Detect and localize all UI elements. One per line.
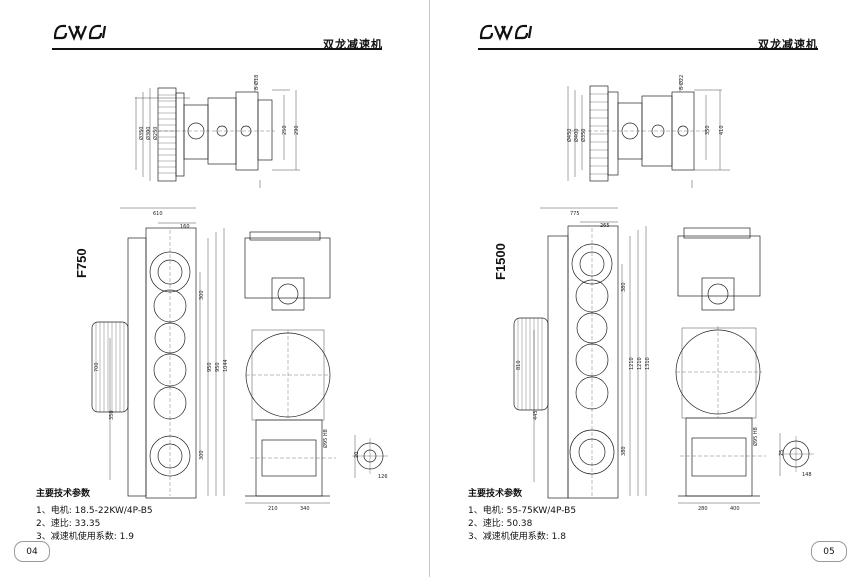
spec-ratio: 2、速比: 33.35 [36, 519, 101, 529]
svg-text:126: 126 [378, 474, 388, 480]
svg-text:350: 350 [705, 125, 711, 135]
svg-text:20: 20 [354, 452, 360, 458]
svg-text:280: 280 [698, 506, 708, 512]
model-label: F750 [74, 248, 89, 278]
page-number: 05 [811, 541, 847, 562]
header-rule [478, 48, 818, 50]
svg-text:950: 950 [215, 362, 221, 372]
svg-text:410: 410 [719, 125, 725, 135]
svg-text:300: 300 [199, 290, 205, 300]
svg-text:380: 380 [621, 446, 627, 456]
svg-text:290: 290 [294, 125, 300, 135]
svg-text:Ø350: Ø350 [580, 129, 587, 142]
svg-text:1210: 1210 [637, 357, 643, 370]
brand-name: 双龙减速机 [323, 38, 383, 51]
svg-text:775: 775 [570, 211, 580, 217]
svg-text:Ø95 H8: Ø95 H8 [322, 429, 329, 448]
model-label: F1500 [493, 243, 508, 280]
svg-text:210: 210 [268, 506, 278, 512]
svg-text:Ø250: Ø250 [152, 127, 159, 140]
specs-block: 主要技术参数 1、电机: 18.5-22KW/4P-B5 2、速比: 33.35… [36, 488, 153, 544]
svg-text:400: 400 [730, 506, 740, 512]
brand-logo [53, 24, 107, 41]
svg-text:300: 300 [199, 450, 205, 460]
technical-drawing: Ø450 Ø400 Ø350 350 410 8-Ø22 775 265 445… [513, 75, 814, 512]
svg-text:Ø450: Ø450 [566, 129, 573, 142]
svg-text:810: 810 [516, 360, 522, 370]
svg-text:8-Ø22: 8-Ø22 [678, 75, 685, 90]
svg-text:1210: 1210 [629, 357, 635, 370]
brand-logo [479, 24, 533, 41]
svg-text:950: 950 [207, 362, 213, 372]
specs-title: 主要技术参数 [36, 489, 91, 499]
spec-motor: 1、电机: 18.5-22KW/4P-B5 [36, 506, 153, 516]
svg-text:700: 700 [94, 362, 100, 372]
specs-block: 主要技术参数 1、电机: 55-75KW/4P-B5 2、速比: 50.38 3… [468, 488, 576, 544]
svg-text:250: 250 [282, 125, 288, 135]
spine-divider [429, 0, 430, 577]
specs-title: 主要技术参数 [468, 489, 523, 499]
spec-motor: 1、电机: 55-75KW/4P-B5 [468, 506, 577, 516]
svg-text:350: 350 [109, 410, 115, 420]
svg-text:25: 25 [779, 450, 785, 456]
brand-name: 双龙减速机 [758, 38, 818, 51]
page-number: 04 [14, 541, 50, 562]
svg-text:265: 265 [600, 223, 610, 229]
spec-service-factor: 3、减速机使用系数: 1.9 [36, 532, 134, 542]
spec-service-factor: 3、减速机使用系数: 1.8 [468, 532, 566, 542]
svg-text:Ø300: Ø300 [145, 127, 152, 140]
svg-text:1310: 1310 [645, 357, 651, 370]
svg-text:Ø400: Ø400 [573, 129, 580, 142]
svg-text:445: 445 [533, 410, 539, 420]
svg-text:8-Ø18: 8-Ø18 [253, 75, 260, 90]
svg-text:1044: 1044 [223, 359, 229, 372]
header-rule [52, 48, 382, 50]
catalog-page-right: 双龙减速机 [430, 0, 860, 577]
svg-text:Ø350: Ø350 [138, 127, 145, 140]
spec-ratio: 2、速比: 50.38 [468, 519, 533, 529]
svg-text:610: 610 [153, 211, 163, 217]
svg-text:148: 148 [802, 472, 812, 478]
technical-drawing: Ø350 Ø300 Ø250 250 290 8-Ø18 610 160 350… [91, 75, 388, 512]
svg-text:340: 340 [300, 506, 310, 512]
catalog-page-left: 双龙减速机 [14, 24, 388, 562]
svg-text:Ø95 H8: Ø95 H8 [752, 427, 759, 446]
svg-text:160: 160 [180, 224, 190, 230]
svg-text:380: 380 [621, 282, 627, 292]
